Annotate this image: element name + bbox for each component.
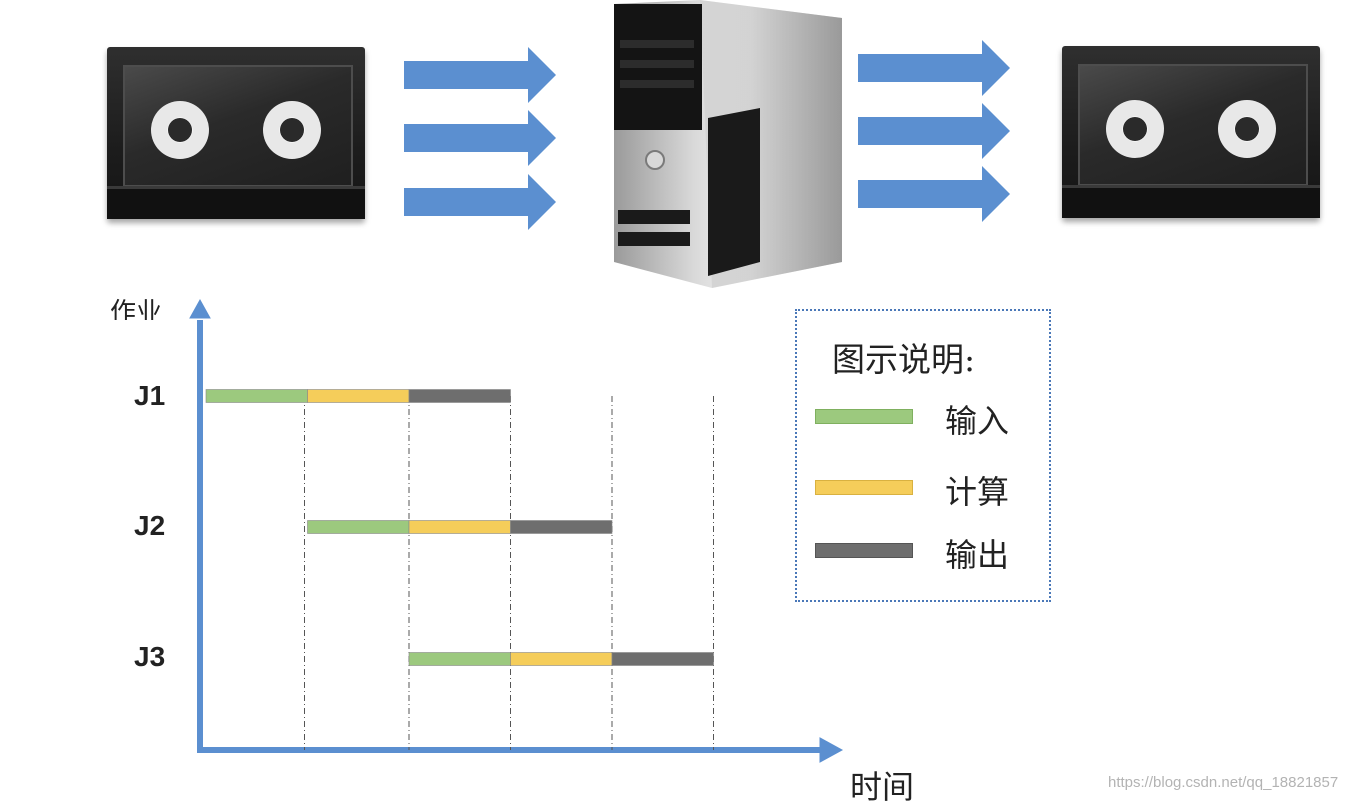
right-reel-icon (263, 101, 321, 159)
job-label-j3: J3 (134, 641, 166, 672)
gantt-chart (189, 298, 844, 763)
legend-swatch-compute (815, 480, 913, 495)
right-reel-icon (1218, 100, 1276, 158)
legend-swatch-output (815, 543, 913, 558)
gantt-bar-j3 (408, 652, 511, 666)
legend-box (795, 309, 1051, 602)
input-arrows (404, 47, 556, 230)
computer-tower-icon (614, 0, 842, 288)
input-tape-drive-icon (107, 47, 365, 219)
watermark-text: https://blog.csdn.net/qq_18821857 (1108, 774, 1339, 791)
tape-base (1062, 185, 1320, 218)
input-arrow-icon (404, 47, 556, 103)
output-arrows (858, 40, 1010, 222)
output-arrow-icon (858, 40, 1010, 96)
gantt-bar-j2 (408, 520, 511, 534)
y-axis-title: 作业 (110, 298, 163, 320)
tape-base (107, 186, 365, 219)
gantt-bar-j3 (510, 652, 613, 666)
left-reel-icon (151, 101, 209, 159)
output-arrow-icon (858, 166, 1010, 222)
gantt-bar-j2 (510, 520, 613, 534)
legend-title: 图示说明: (832, 340, 976, 379)
output-tape-drive-icon (1062, 46, 1320, 218)
x-axis-title: 时间 (850, 768, 915, 802)
input-arrow-icon (404, 110, 556, 166)
gantt-bar-j1 (205, 389, 308, 403)
gantt-bar-j2 (307, 520, 410, 534)
y-axis (189, 298, 211, 753)
job-label-j1: J1 (134, 380, 166, 411)
output-arrow-icon (858, 103, 1010, 159)
legend-label-compute: 计算 (945, 473, 1010, 511)
x-axis (197, 737, 844, 763)
job-bars (205, 389, 714, 666)
legend-label-output: 输出 (945, 536, 1010, 574)
time-grid-lines (304, 396, 714, 750)
left-reel-icon (1106, 100, 1164, 158)
job-label-j2: J2 (134, 510, 166, 541)
gantt-bar-j1 (307, 389, 410, 403)
gantt-bar-j3 (611, 652, 714, 666)
gantt-bar-j1 (408, 389, 511, 403)
input-arrow-icon (404, 174, 556, 230)
legend-swatch-input (815, 409, 913, 424)
top-flow-graphics (404, 0, 1010, 288)
legend-label-input: 输入 (945, 402, 1010, 440)
